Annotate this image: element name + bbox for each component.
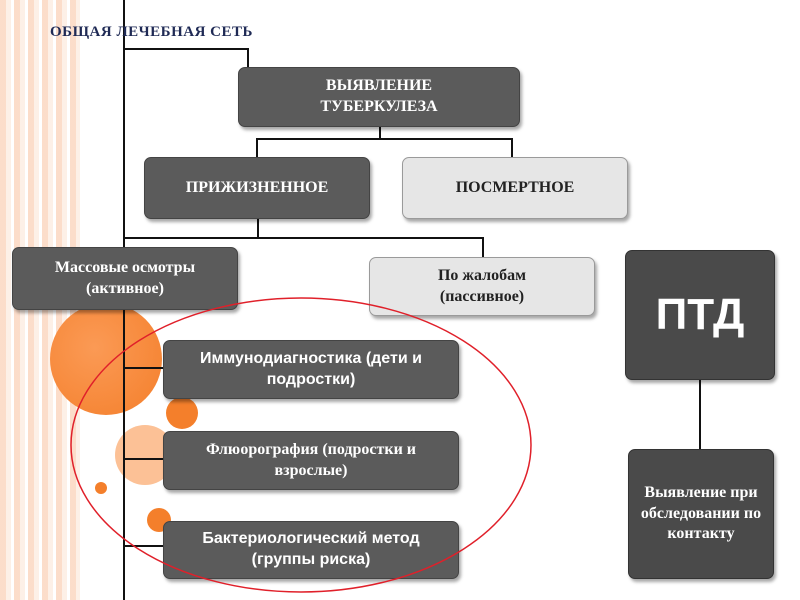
node-fluorography: Флюорография (подростки и взрослые) xyxy=(163,431,459,490)
node-immunodiagnostics: Иммунодиагностика (дети и подростки) xyxy=(163,340,459,399)
connector-top-horizontal xyxy=(123,48,249,50)
connector-root-down xyxy=(379,126,381,139)
connector-ptd-down xyxy=(699,380,701,450)
node-contact-exam: Выявление при обследовании по контакту xyxy=(628,449,774,579)
node-mass-screening: Массовые осмотры (активное) xyxy=(12,247,238,310)
node-complaints: По жалобам (пассивное) xyxy=(369,257,595,316)
decorative-circle-medium xyxy=(166,397,198,429)
node-ptd: ПТД xyxy=(625,250,775,380)
node-tb-detection: ВЫЯВЛЕНИЕ ТУБЕРКУЛЕЗА xyxy=(238,67,520,127)
decorative-circle-large xyxy=(50,303,162,415)
connector-to-lifetime xyxy=(256,138,258,158)
connector-to-postmortem xyxy=(511,138,513,158)
page-title: ОБЩАЯ ЛЕЧЕБНАЯ СЕТЬ xyxy=(50,24,253,41)
connector-root-branch xyxy=(256,138,512,140)
connector-to-fluoro xyxy=(123,458,163,460)
connector-to-bacterio xyxy=(123,545,163,547)
node-lifetime: ПРИЖИЗНЕННОЕ xyxy=(144,157,370,219)
connector-lifetime-branch xyxy=(124,237,484,239)
node-postmortem: ПОСМЕРТНОЕ xyxy=(402,157,628,219)
decorative-circle-small xyxy=(95,482,107,494)
connector-to-complaints xyxy=(482,237,484,258)
connector-mass-down xyxy=(123,310,125,560)
node-bacteriological: Бактериологический метод (группы риска) xyxy=(163,521,459,579)
connector-lifetime-down xyxy=(257,218,259,238)
connector-to-immuno xyxy=(123,367,163,369)
